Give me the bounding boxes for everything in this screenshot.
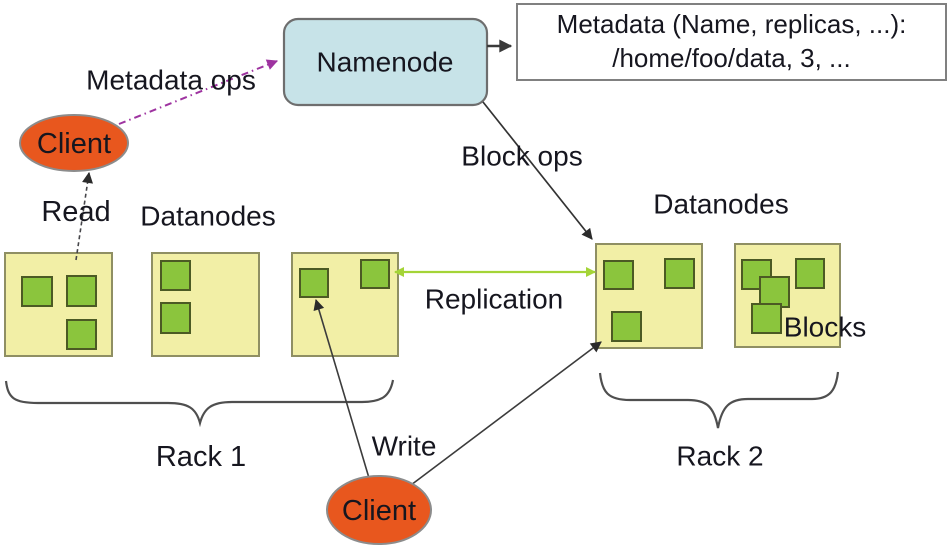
block-square [664,258,695,289]
block-square [759,276,790,308]
read-arrow [75,171,93,261]
client-bottom-label: Client [341,494,417,527]
metadata-ops-arrow [118,59,279,125]
namenode-box [282,17,489,107]
client-top-label: Client [36,127,112,160]
read-label: Read [41,195,111,228]
block-square [66,319,97,350]
metadata-line1: Metadata (Name, replicas, ...): [556,9,907,40]
block-square [611,311,642,342]
block-square [603,260,634,290]
block-square [751,303,782,334]
block-ops-label: Block ops [461,140,583,172]
metadata-ops-label: Metadata ops [86,64,256,96]
block-square [21,276,53,307]
block-square [795,258,825,289]
client-bottom-ellipse [326,475,432,545]
block-square [299,268,329,298]
metadata-text: Metadata (Name, replicas, ...): /home/fo… [517,4,946,80]
metadata-box [516,3,947,81]
rack1-label: Rack 1 [155,440,247,473]
metadata-line2: /home/foo/data, 3, ... [612,43,851,73]
replication-label: Replication [424,283,564,315]
client-top-ellipse [19,114,129,172]
block-square [160,302,191,334]
block-square [741,259,772,290]
rack1-brace [4,379,395,428]
blocks-label: Blocks [783,311,867,343]
namenode-label: Namenode [316,46,454,78]
datanodes-left-label: Datanodes [140,200,276,232]
block-ops-arrow [482,101,593,240]
write-label: Write [371,430,437,462]
write-arrow-rack2 [410,341,602,486]
block-square [66,275,97,307]
block-square [360,259,390,289]
datanodes-right-label: Datanodes [653,188,789,220]
block-square [160,260,191,291]
write-arrow-rack1 [313,298,370,479]
rack2-label: Rack 2 [676,440,764,472]
rack2-brace [598,371,840,429]
